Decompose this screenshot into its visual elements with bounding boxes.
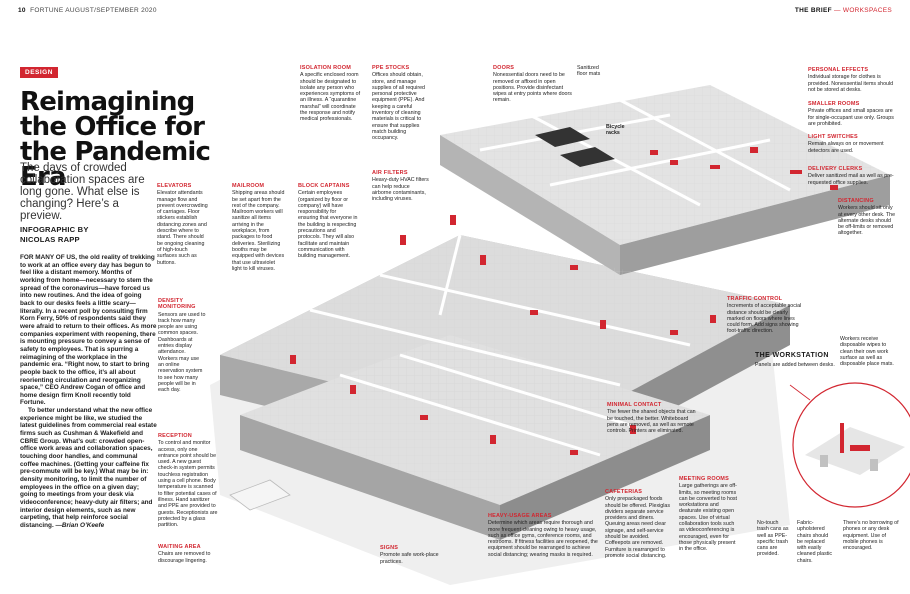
elevator-shaft-1 (535, 127, 590, 147)
byline: INFOGRAPHIC BY NICOLAS RAPP (20, 225, 155, 245)
lower-wing-right (500, 415, 710, 540)
body-paragraph-2: To better understand what the new office… (20, 407, 157, 530)
section-name: THE BRIEF (794, 7, 832, 14)
headline: Reimagining the Office for the Pandemic … (20, 87, 211, 192)
label-bicycle-racks: Bicycle racks (606, 124, 625, 137)
publication-line: FORTUNE AUGUST/SEPTEMBER 2020 (30, 7, 157, 14)
label-no-borrowing: There’s no borrowing of phones or any de… (843, 520, 899, 552)
folio-left: 10 FORTUNE AUGUST/SEPTEMBER 2020 (18, 7, 157, 14)
lead-in: FOR MANY OF US, (20, 254, 78, 261)
elevator-shaft-2 (560, 147, 615, 167)
dek: The days of crowded collaboration spaces… (20, 162, 145, 222)
paragraph-2-text: To better understand what the new office… (20, 407, 157, 529)
lower-wing-front (240, 415, 500, 540)
subsection-name: — WORKSPACES (833, 7, 892, 14)
folio-right: THE BRIEF — WORKSPACES (795, 7, 892, 14)
workstation-text: Panels are added between desks. (755, 362, 835, 368)
label-no-touch-cans: No-touch trash cans as well as PPE-speci… (757, 520, 789, 558)
red-accents (290, 147, 838, 455)
label-workers-receive: Workers receive disposable wipes to clea… (840, 336, 894, 368)
upper-wing-wall (620, 175, 890, 275)
van-icon (229, 479, 291, 511)
label-sanitized-floor-mats: Sanitized floor mats (577, 65, 601, 78)
body-paragraph-1: FOR MANY OF US, the old reality of trekk… (20, 254, 157, 407)
paragraph-1-text: the old reality of trekking to work at a… (20, 254, 157, 407)
body-text: FOR MANY OF US, the old reality of trekk… (20, 254, 157, 530)
signature: Brian O’Keefe (61, 521, 105, 529)
workstation-panel (840, 423, 844, 453)
section-tag: DESIGN (20, 67, 58, 78)
office-illustration (210, 85, 910, 585)
page-number: 10 (18, 7, 26, 14)
upper-wing-front (440, 135, 620, 275)
byline-line-1: INFOGRAPHIC BY (20, 225, 89, 234)
byline-line-2: NICOLAS RAPP (20, 235, 80, 244)
label-fabric-chairs: Fabric-upholstered chairs should be repl… (797, 520, 833, 564)
workstation-title: THE WORKSTATION (755, 352, 829, 359)
